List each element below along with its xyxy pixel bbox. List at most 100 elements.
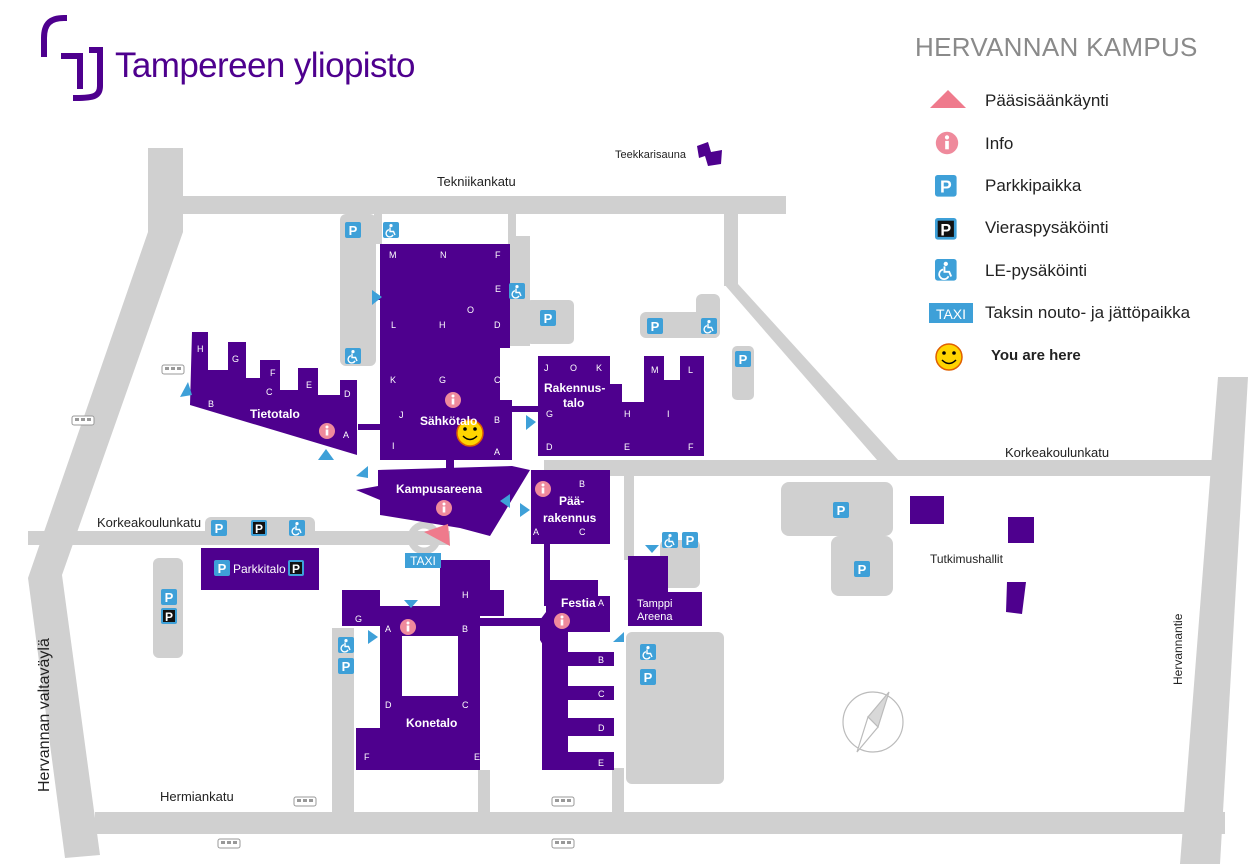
building-sahkotalo-label: Sähkötalo (420, 414, 477, 428)
parking-icon (854, 561, 870, 577)
building-konetalo (342, 560, 504, 770)
wing-letter: F (495, 250, 501, 260)
street-hermiankatu-label: Hermiankatu (160, 789, 234, 804)
building-paarakennus-label-1: Pää- (559, 494, 584, 508)
wing-letter: C (598, 689, 605, 699)
wing-letter: F (364, 752, 370, 762)
parking-icon (345, 222, 361, 238)
visitor-parking-icon (251, 520, 267, 536)
bus-stop-icon (71, 415, 95, 426)
wing-letter: E (474, 752, 480, 762)
accessible-parking-icon (288, 519, 306, 537)
street-labels: Tekniikankatu Korkeakoulunkatu Korkeakou… (36, 174, 1185, 804)
wing-letter: J (399, 410, 404, 420)
wing-letter: J (544, 363, 549, 373)
wing-letter: E (495, 284, 501, 294)
road-hermiankatu-stub-1 (332, 628, 354, 814)
legend-visitor-parking-label: Vieraspysäköinti (985, 218, 1109, 237)
entrance-marker (500, 494, 510, 508)
map-entrance-markers (180, 290, 659, 644)
wing-letter: A (385, 624, 391, 634)
info-icon (935, 131, 959, 155)
entrance-marker (318, 449, 334, 460)
wing-letter: I (667, 409, 670, 419)
map-parking-symbols (161, 221, 870, 685)
map-taxi-label: TAXI (410, 554, 436, 568)
entrance-marker (180, 382, 192, 397)
accessible-parking-icon (382, 221, 400, 239)
building-rakennustalo-label-2: talo (563, 396, 584, 410)
building-tutkimushalli-1 (910, 496, 944, 524)
road-tekniikankatu-east-spur (724, 196, 738, 286)
wing-letter: D (546, 442, 553, 452)
legend-parking-label: Parkkipaikka (985, 176, 1082, 195)
building-kampusareena-label: Kampusareena (396, 482, 482, 496)
wing-letter: E (624, 442, 630, 452)
wing-letter: A (494, 447, 500, 457)
info-icon (400, 619, 416, 635)
building-tietotalo (190, 332, 357, 455)
entrance-marker (404, 600, 418, 608)
taxi-icon: TAXI (929, 303, 973, 323)
parking-icon (682, 532, 698, 548)
parking-icon (211, 520, 227, 536)
accessible-parking-icon (508, 282, 526, 300)
place-teekkarisauna-label: Teekkarisauna (615, 149, 687, 161)
wing-letter: F (688, 442, 694, 452)
wing-letter: O (570, 363, 577, 373)
parking-icon (540, 310, 556, 326)
wing-letter: E (306, 380, 312, 390)
road-hervannantie (1180, 377, 1248, 864)
road-festia-stub (624, 476, 634, 560)
legend-accessible-parking-label: LE-pysäköinti (985, 261, 1088, 280)
legend-you-are-here-label: You are here (991, 347, 1081, 364)
road-hervannan-valtavayla (28, 148, 183, 858)
taxi-icon-text: TAXI (936, 306, 966, 322)
wing-letter: G (439, 375, 446, 385)
campus-title: HERVANNAN KAMPUS (915, 32, 1198, 62)
legend-taxi-label: Taksin nouto- ja jättöpaikka (985, 303, 1191, 322)
entrance-marker (356, 466, 368, 478)
wing-letter: B (462, 624, 468, 634)
info-icon (436, 500, 452, 516)
place-tutkimushallit-label: Tutkimushallit (930, 552, 1004, 566)
parking-area-west (340, 214, 376, 366)
street-tekniikankatu-label: Tekniikankatu (437, 174, 516, 189)
building-rakennustalo-label-1: Rakennus- (544, 381, 605, 395)
info-icon (319, 423, 335, 439)
buildings (190, 142, 1034, 770)
you-are-here-map-marker (456, 419, 484, 447)
building-festia-spine (542, 632, 568, 770)
visitor-parking-icon (935, 218, 957, 240)
entrance-marker (368, 630, 378, 644)
building-tutkimushalli-3 (1006, 582, 1026, 614)
parking-icon (935, 175, 957, 197)
building-tutkimushalli-2 (1008, 517, 1034, 543)
legend-icons: TAXI (929, 90, 973, 371)
accessible-parking-icon (337, 636, 355, 654)
road-hermiankatu-stub-3 (612, 768, 624, 814)
info-icon (535, 481, 551, 497)
accessible-parking-icon (700, 317, 718, 335)
parking-areas (153, 214, 893, 784)
place-tamppi-label: Tamppi (637, 598, 672, 610)
wing-letter: N (625, 388, 632, 398)
wing-letter: B (208, 399, 214, 409)
info-icon (554, 613, 570, 629)
bus-stop-icon (161, 364, 185, 375)
entrance-marker (520, 503, 530, 517)
place-labels: Teekkarisauna Tutkimushallit Parkkitalo … (233, 149, 1004, 623)
road-sahkotalo-north (374, 214, 382, 244)
place-parkkitalo-label: Parkkitalo (233, 562, 286, 576)
building-connector-1 (512, 406, 540, 412)
parking-icon (338, 658, 354, 674)
building-rakennustalo (538, 356, 704, 456)
wing-letter: H (624, 409, 631, 419)
wing-letter: O (467, 305, 474, 315)
wing-letter: E (598, 758, 604, 768)
university-logo-icon (41, 14, 103, 102)
map-taxi-stand: TAXI (405, 553, 441, 568)
parking-icon (735, 351, 751, 367)
street-korkeakoulunkatu-west-label: Korkeakoulunkatu (97, 515, 201, 530)
entrance-marker (526, 415, 536, 430)
